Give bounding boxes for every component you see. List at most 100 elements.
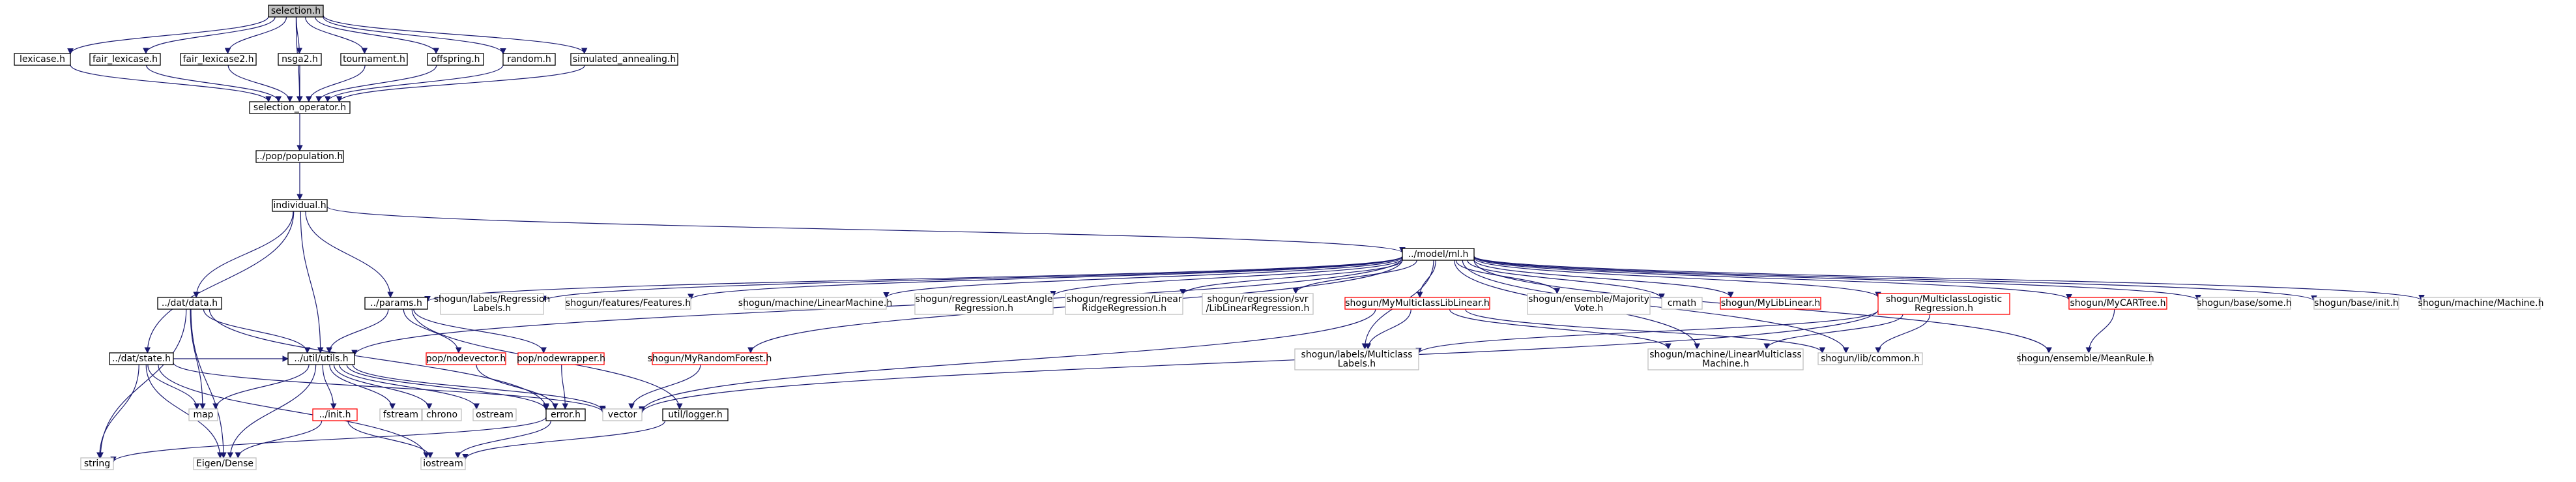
node-label-individual: individual.h	[273, 200, 326, 211]
edge-selection-to-fair_lexicase	[143, 16, 276, 54]
edge-ml-to-mymulticlass	[1417, 260, 1436, 298]
edge-nodewrapper-to-error	[561, 364, 569, 410]
node-nodewrapper[interactable]: pop/nodewrapper.h	[517, 352, 605, 365]
edge-data-to-utils	[203, 309, 311, 354]
node-population[interactable]: ../pop/population.h	[255, 150, 344, 163]
node-label-regressionlabels: Labels.h	[473, 303, 511, 314]
edge-ml-to-params	[424, 256, 1403, 303]
node-box-linearmulticlass	[1647, 348, 1804, 370]
edge-error-to-string	[110, 416, 547, 463]
node-label-meanrule: shogun/ensemble/MeanRule.h	[2016, 354, 2154, 364]
node-tournament[interactable]: tournament.h	[340, 53, 408, 66]
node-box-init	[2313, 297, 2399, 310]
node-error[interactable]: error.h	[545, 408, 586, 421]
node-label-nodewrapper: pop/nodewrapper.h	[517, 354, 605, 364]
node-mycarttree[interactable]: shogun/MyCARTree.h	[2068, 297, 2167, 310]
node-label-liblinearregression: shogun/regression/svr	[1207, 294, 1308, 305]
node-vector: vector	[602, 408, 643, 421]
node-logger[interactable]: util/logger.h	[662, 408, 729, 421]
node-box-lexicase	[14, 53, 71, 66]
edge-utils-to-fstream	[329, 364, 396, 410]
edge-selection-to-simulated_annealing	[323, 14, 588, 54]
node-box-eigen	[193, 457, 257, 470]
node-box-fair_lexicase	[89, 53, 161, 66]
node-label-random: random.h	[507, 54, 551, 65]
node-box-liblinearregression	[1202, 293, 1314, 315]
node-init: shogun/base/init.h	[2313, 297, 2399, 310]
node-mylibliner[interactable]: shogun/MyLibLinear.h	[1720, 297, 1821, 310]
edge-state-to-iostream	[158, 364, 429, 459]
edge-multiclasslogistic-to-linearmulticlass	[1763, 314, 1903, 350]
node-simulated_annealing[interactable]: simulated_annealing.h	[570, 53, 678, 66]
node-nsga2[interactable]: nsga2.h	[278, 53, 322, 66]
node-box-common	[1817, 352, 1923, 365]
node-box-myrandomforest	[652, 352, 768, 365]
edge-error-to-iostream	[454, 420, 551, 459]
node-iostream: iostream	[420, 457, 466, 470]
node-label-offspring: offspring.h	[431, 54, 480, 65]
node-utils[interactable]: ../util/utils.h	[287, 352, 355, 365]
node-label-selection: selection.h	[271, 6, 321, 16]
edge-dotinit-to-iostream	[347, 420, 433, 459]
node-label-multiclasslogistic: Regression.h	[1915, 303, 1973, 314]
edge-selection-to-lexicase	[67, 16, 269, 55]
edge-selection-to-fair_lexicase2	[224, 16, 287, 54]
node-fair_lexicase2[interactable]: fair_lexicase2.h	[180, 53, 257, 66]
node-box-vector	[602, 408, 643, 421]
node-myrandomforest[interactable]: shogun/MyRandomForest.h	[648, 352, 772, 365]
node-map: map	[188, 408, 218, 421]
node-box-logger	[662, 408, 729, 421]
node-box-ostream	[472, 408, 517, 421]
edge-ml-to-leastangle	[1050, 258, 1403, 297]
node-mymulticlass[interactable]: shogun/MyMulticlassLibLinear.h	[1344, 297, 1490, 310]
edge-myrandomforest-to-vector	[628, 364, 701, 410]
node-individual[interactable]: individual.h	[272, 199, 328, 212]
edge-state-to-map	[147, 364, 200, 410]
node-box-mylibliner	[1720, 297, 1821, 310]
node-label-ostream: ostream	[476, 410, 514, 420]
node-label-tournament: tournament.h	[343, 54, 405, 65]
edge-ml-to-linearmachine	[883, 256, 1403, 299]
edge-individual-to-ml	[326, 206, 1406, 254]
node-box-state	[109, 352, 174, 365]
edge-mymulticlass-to-linearmulticlass	[1449, 309, 1672, 350]
edge-state-to-eigen	[145, 364, 224, 459]
edge-multiclasslogistic-to-vector	[639, 309, 1879, 414]
node-box-ml	[1402, 248, 1475, 261]
node-label-iostream: iostream	[423, 459, 463, 469]
node-label-simulated_annealing: simulated_annealing.h	[573, 54, 676, 65]
node-offspring[interactable]: offspring.h	[427, 53, 484, 66]
node-state[interactable]: ../dat/state.h	[109, 352, 174, 365]
node-ostream: ostream	[472, 408, 517, 421]
edge-ml-to-liblinearregression	[1292, 260, 1417, 294]
edge-state-to-vector	[173, 362, 606, 414]
node-box-simulated_annealing	[570, 53, 678, 66]
node-fair_lexicase[interactable]: fair_lexicase.h	[89, 53, 161, 66]
node-nodevector[interactable]: pop/nodevector.h	[426, 352, 506, 365]
node-box-selection_operator	[249, 101, 351, 114]
node-label-chrono: chrono	[426, 410, 457, 420]
node-label-machine: shogun/machine/Machine.h	[2418, 298, 2544, 309]
edge-params-to-nodewrapper	[413, 309, 547, 354]
node-label-selection_operator: selection_operator.h	[253, 102, 346, 113]
edge-utils-to-error	[346, 364, 549, 412]
node-random[interactable]: random.h	[502, 53, 556, 66]
node-selection_operator[interactable]: selection_operator.h	[249, 101, 351, 114]
node-label-string: string	[84, 459, 110, 469]
node-label-majorityvote: Vote.h	[1574, 303, 1603, 314]
node-params[interactable]: ../params.h	[364, 297, 428, 310]
edge-params-to-nodevector	[403, 309, 462, 354]
node-label-nsga2: nsga2.h	[282, 54, 318, 65]
node-ml[interactable]: ../model/ml.h	[1402, 248, 1475, 261]
node-eigen: Eigen/Dense	[193, 457, 257, 470]
node-box-majorityvote	[1527, 293, 1651, 315]
node-dotinit[interactable]: ../init.h	[312, 408, 358, 421]
node-box-meanrule	[2019, 352, 2152, 365]
node-string: string	[80, 457, 114, 470]
node-data[interactable]: ../dat/data.h	[157, 297, 222, 310]
node-selection[interactable]: selection.h	[268, 5, 324, 18]
node-lexicase[interactable]: lexicase.h	[14, 53, 71, 66]
